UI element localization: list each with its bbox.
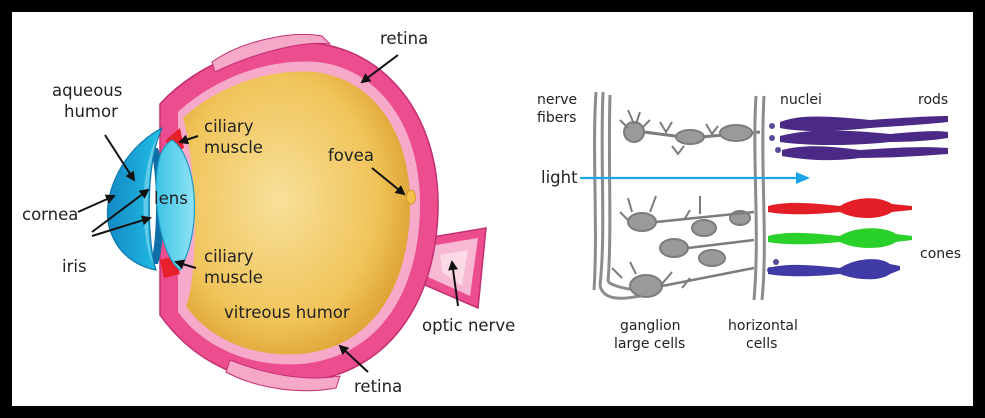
label-ciliary-bottom-line1: ciliary — [204, 247, 254, 266]
eye-cross-section — [107, 34, 486, 390]
nerve-fibers — [594, 92, 660, 298]
label-ganglion-line2: large cells — [614, 336, 685, 352]
cone-green — [768, 228, 912, 248]
cones — [768, 198, 912, 279]
label-retina-bottom: retina — [354, 377, 402, 396]
label-ciliary-top-line1: ciliary — [204, 117, 254, 136]
label-nerve-line1: nerve — [537, 92, 577, 108]
cone-blue — [768, 259, 900, 279]
label-nuclei: nuclei — [780, 92, 822, 108]
label-cones: cones — [920, 246, 961, 262]
label-fovea: fovea — [328, 146, 374, 165]
rod-1 — [780, 116, 948, 131]
retina-cells — [580, 92, 948, 300]
rod-2 — [780, 131, 948, 146]
label-horizontal-line2: cells — [746, 336, 777, 352]
label-horizontal-line1: horizontal — [728, 318, 798, 334]
label-rods: rods — [918, 92, 948, 108]
ganglion-cells — [612, 196, 754, 297]
label-light: light — [541, 168, 578, 187]
upper-neuron-chain — [620, 110, 760, 154]
label-cornea: cornea — [22, 205, 78, 224]
label-ganglion-line1: ganglion — [620, 318, 680, 334]
label-aqueous-line1: aqueous — [52, 81, 122, 100]
label-vitreous-humor: vitreous humor — [224, 303, 350, 322]
nuclei-cluster — [767, 123, 781, 273]
cone-red — [768, 198, 912, 218]
label-optic-nerve: optic nerve — [422, 316, 515, 335]
label-ciliary-top-line2: muscle — [204, 138, 263, 157]
rods — [780, 116, 948, 160]
horizontal-cell-column — [754, 96, 764, 300]
fovea-spot — [407, 190, 416, 204]
label-retina-top: retina — [380, 29, 428, 48]
label-lens: lens — [154, 189, 188, 208]
label-aqueous-line2: humor — [64, 102, 118, 121]
label-nerve-line2: fibers — [537, 110, 576, 126]
label-iris: iris — [62, 257, 87, 276]
rod-3 — [782, 146, 948, 160]
label-ciliary-bottom-line2: muscle — [204, 268, 263, 287]
